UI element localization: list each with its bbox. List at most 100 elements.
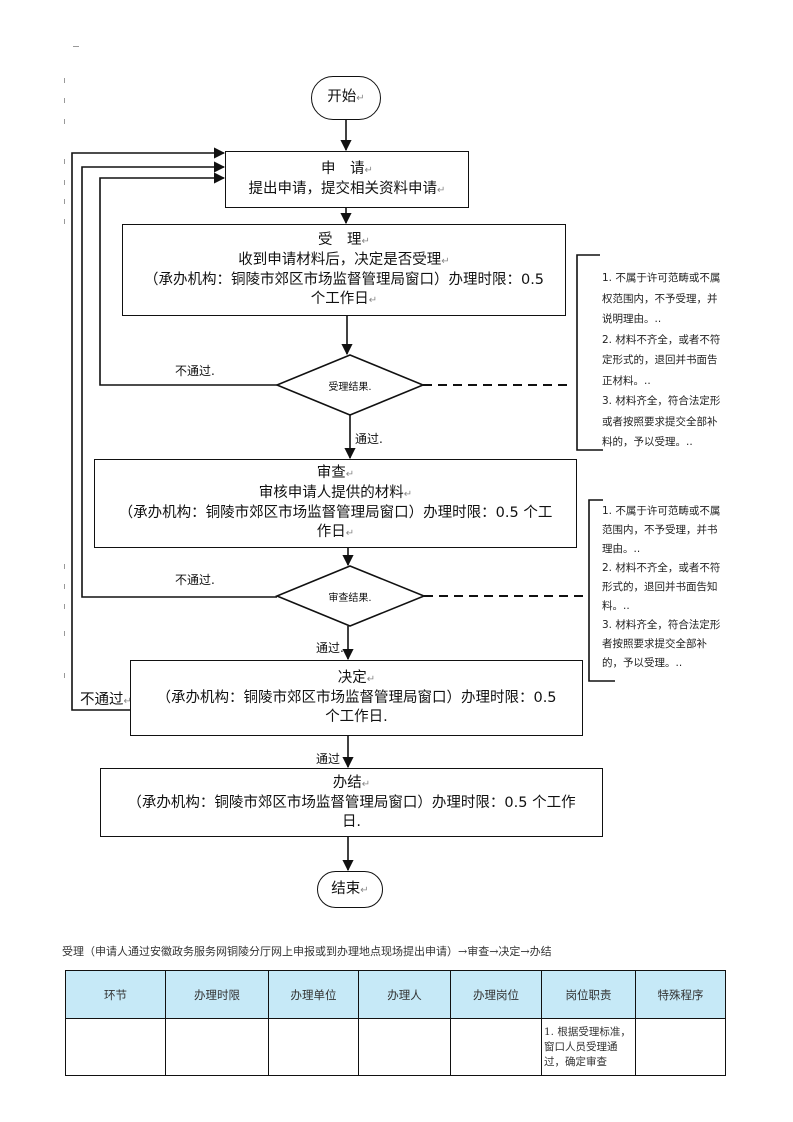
note-line: 理由。.. (602, 543, 641, 555)
paragraph-mark-icon: ↵ (364, 164, 373, 176)
accept-fail-loop (99, 172, 277, 386)
review-note: 1. 不属于许可范畴或不属 范围内，不予受理，并书 理由。.. 2. 材料不齐全… (602, 502, 733, 678)
review-line: （承办机构：铜陵市郊区市场监督管理局窗口）办理时限：0.5 个工 (118, 505, 553, 521)
margin-mark (64, 199, 65, 204)
margin-mark (73, 46, 79, 47)
review-fail-label: 不通过. (175, 573, 215, 587)
review-fail-loop (81, 161, 277, 598)
paragraph-mark-icon: ↵ (361, 235, 370, 247)
apply-desc: 提出申请，提交相关资料申请 (248, 180, 438, 197)
paragraph-mark-icon: ↵ (123, 696, 132, 707)
note-line: 权范围内，不予受理，并 (602, 292, 718, 305)
table-header: 岗位职责 (541, 970, 636, 1019)
process-caption: 受理（申请人通过安徽政务服务网铜陵分厅网上申报或到办理地点现场提出申请）→审查→… (62, 945, 552, 958)
review-line: 作日 (316, 524, 346, 540)
apply-title: 申 请 (321, 160, 365, 177)
review-line: 审核申请人提供的材料 (258, 485, 404, 501)
paragraph-mark-icon: ↵ (368, 294, 378, 306)
note-line: 的，予以受理。.. (602, 657, 683, 669)
process-table: 环节 办理时限 办理单位 办理人 办理岗位 岗位职责 特殊程序 1. 根据受理标… (65, 970, 726, 1076)
decide-line: （承办机构：铜陵市郊区市场监督管理局窗口）办理时限：0.5 (156, 690, 557, 706)
paragraph-mark-icon: ↵ (441, 255, 450, 267)
note-line: 1. 不属于许可范畴或不属 (602, 272, 721, 284)
margin-mark (64, 78, 65, 83)
table-header: 环节 (65, 970, 166, 1019)
accept-node: 受 理↵ 收到申请材料后，决定是否受理↵ （承办机构：铜陵市郊区市场监督管理局窗… (122, 224, 566, 316)
paragraph-mark-icon: ↵ (345, 528, 355, 539)
accept-line: （承办机构：铜陵市郊区市场监督管理局窗口）办理时限：0.5 (143, 271, 545, 288)
note-line: 2. 材料不齐全，或者不符 (602, 333, 721, 346)
margin-mark (64, 631, 65, 636)
accept-title: 受 理 (318, 231, 362, 248)
table-cell (65, 1018, 166, 1076)
accept-line: 个工作日 (310, 290, 369, 307)
margin-mark (64, 98, 65, 103)
table-cell (635, 1018, 726, 1076)
table-cell (358, 1018, 451, 1076)
review-title: 审查 (316, 465, 346, 481)
margin-mark (64, 159, 65, 164)
review-decision-label: 审查结果. (328, 593, 372, 604)
decide-fail-label: 不通过↵ (80, 688, 132, 709)
decide-fail-text: 不通过 (80, 692, 124, 708)
paragraph-mark-icon: ↵ (356, 93, 365, 104)
table-row: 1. 根据受理标准，窗口人员受理通过，确定审查 (65, 1018, 726, 1076)
accept-line: 收到申请材料后，决定是否受理 (238, 251, 442, 268)
decide-title: 决定 (337, 670, 367, 686)
apply-node: 申 请↵ 提出申请，提交相关资料申请↵ (225, 151, 469, 208)
table-header: 办理单位 (268, 970, 359, 1019)
table-cell (165, 1018, 269, 1076)
note-line: 1. 不属于许可范畴或不属 (602, 505, 721, 517)
table-header-row: 环节 办理时限 办理单位 办理人 办理岗位 岗位职责 特殊程序 (65, 970, 726, 1019)
accept-decision-label: 受理结果. (328, 382, 372, 393)
end-label: 结束 (331, 880, 361, 897)
decide-line: 个工作日. (325, 709, 388, 725)
table-header: 办理时限 (165, 970, 269, 1019)
table-cell (268, 1018, 359, 1076)
start-label: 开始 (327, 89, 357, 105)
note-line: 料。.. (602, 600, 630, 612)
note-line: 者按照要求提交全部补 (602, 638, 707, 650)
note-line: 形式的，退回并书面告知 (602, 581, 718, 593)
accept-note: 1. 不属于许可范畴或不属 权范围内，不予受理，并 说明理由。.. 2. 材料不… (602, 268, 730, 448)
end-node: 结束↵ (317, 871, 383, 908)
accept-fail-label: 不通过. (175, 364, 215, 378)
paragraph-mark-icon: ↵ (366, 674, 376, 685)
review-decision-diamond (274, 565, 427, 627)
table-header: 办理岗位 (450, 970, 542, 1019)
finish-line: （承办机构：铜陵市郊区市场监督管理局窗口）办理时限：0.5 个工作 (127, 794, 576, 811)
margin-mark (64, 564, 65, 569)
table-cell (450, 1018, 542, 1076)
paragraph-mark-icon: ↵ (437, 184, 446, 196)
margin-mark (64, 119, 65, 124)
table-header: 办理人 (358, 970, 451, 1019)
accept-note-bracket (576, 254, 603, 451)
decide-pass-label: 通过 (316, 752, 341, 766)
paragraph-mark-icon: ↵ (403, 489, 413, 500)
finish-title: 办结 (332, 774, 362, 791)
duty-text: 1. 根据受理标准，窗口人员受理通过，确定审查 (544, 1026, 631, 1068)
margin-mark (64, 584, 65, 589)
note-line: 正材料。.. (602, 374, 651, 387)
paragraph-mark-icon: ↵ (361, 778, 371, 790)
note-line: 3. 材料齐全，符合法定形 (602, 619, 721, 631)
accept-pass-label: 通过. (355, 432, 383, 446)
margin-mark (64, 180, 65, 185)
note-line: 范围内，不予受理，并书 (602, 524, 718, 536)
paragraph-mark-icon: ↵ (360, 884, 369, 896)
review-note-bracket (588, 499, 615, 682)
margin-mark (64, 604, 65, 609)
finish-line: 日. (341, 813, 362, 830)
note-line: 或者按照要求提交全部补 (602, 415, 718, 428)
note-line: 定形式的，退回并书面告 (602, 354, 718, 366)
decide-node: 决定↵ （承办机构：铜陵市郊区市场监督管理局窗口）办理时限：0.5 个工作日. (130, 660, 583, 736)
note-line: 3. 材料齐全，符合法定形 (602, 395, 721, 407)
review-pass-label: 通过. (316, 641, 344, 655)
margin-mark (64, 673, 65, 678)
note-line: 说明理由。.. (602, 313, 662, 325)
note-line: 料的，予以受理。.. (602, 436, 693, 448)
decide-fail-loop (71, 147, 226, 711)
margin-mark (64, 219, 65, 224)
review-node: 审查↵ 审核申请人提供的材料↵ （承办机构：铜陵市郊区市场监督管理局窗口）办理时… (94, 459, 577, 548)
